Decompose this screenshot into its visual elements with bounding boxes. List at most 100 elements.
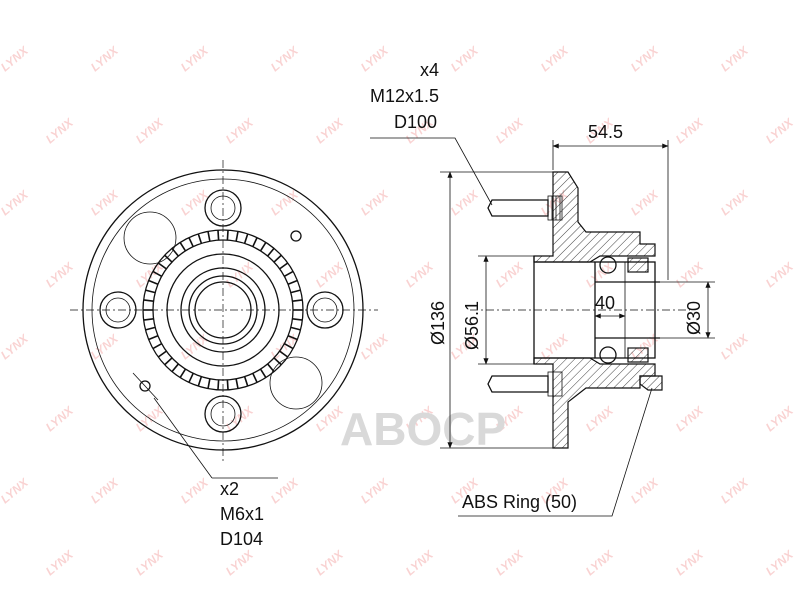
watermark-text: LYNX xyxy=(313,547,347,578)
abs-ring-label: ABS Ring (50) xyxy=(462,492,577,512)
abs-ring-teeth xyxy=(143,230,303,390)
abs-tooth xyxy=(226,230,229,241)
abs-tooth xyxy=(243,376,249,387)
hub-section-view xyxy=(470,171,690,449)
watermark-text: LYNX xyxy=(43,115,77,146)
watermark-text: LYNX xyxy=(313,0,347,2)
abs-tooth xyxy=(148,279,159,285)
watermark-text: LYNX xyxy=(718,331,752,362)
watermark-text: LYNX xyxy=(673,403,707,434)
watermark-text: LYNX xyxy=(88,43,122,74)
small-threaded-hole xyxy=(139,380,151,392)
watermark-text: LYNX xyxy=(583,403,617,434)
holes-pcd-label: D104 xyxy=(220,529,263,549)
watermark-text: LYNX xyxy=(763,403,797,434)
watermark-text: LYNX xyxy=(88,475,122,506)
flange-pocket xyxy=(269,356,323,410)
watermark-text: LYNX xyxy=(538,43,572,74)
watermark-text: LYNX xyxy=(358,475,392,506)
bearing-ball xyxy=(599,346,617,364)
watermark-text: LYNX xyxy=(493,259,527,290)
holes-count-label: x2 xyxy=(220,479,239,499)
abs-tooth xyxy=(226,379,229,390)
abs-tooth xyxy=(273,357,282,366)
abs-tooth xyxy=(235,231,239,242)
watermark-text: LYNX xyxy=(223,115,257,146)
watermark-text: LYNX xyxy=(718,187,752,218)
watermark-text: LYNX xyxy=(88,331,122,362)
abs-tooth xyxy=(267,363,275,373)
hub-front-view xyxy=(70,160,378,479)
watermark-text: LYNX xyxy=(358,43,392,74)
abs-tooth xyxy=(287,335,298,341)
watermark-text: LYNX xyxy=(313,259,347,290)
watermark-text: LYNX xyxy=(583,547,617,578)
holes-thread-label: M6x1 xyxy=(220,504,264,524)
abs-tooth xyxy=(287,279,298,285)
holes-leader-line xyxy=(153,397,213,479)
watermark-text: LYNX xyxy=(268,475,302,506)
hub-width-label: 54.5 xyxy=(588,122,623,142)
bearing-ball xyxy=(599,256,617,274)
abs-tooth xyxy=(217,230,220,241)
abs-tooth xyxy=(207,231,211,242)
abs-tooth xyxy=(164,254,173,263)
hole-dimension-line xyxy=(132,372,159,401)
watermark-text: LYNX xyxy=(0,43,32,74)
watermark-text: LYNX xyxy=(313,115,347,146)
abs-tooth xyxy=(273,254,282,263)
bearing-seal xyxy=(627,347,649,363)
abs-tooth xyxy=(157,262,167,270)
abs-tooth xyxy=(290,326,301,331)
watermark-text: LYNX xyxy=(628,475,662,506)
abs-tooth xyxy=(292,317,303,321)
bearing-seal xyxy=(627,257,649,273)
watermark-text: LYNX xyxy=(43,403,77,434)
abs-tooth xyxy=(259,242,267,252)
abs-tooth xyxy=(145,326,156,331)
abs-tooth xyxy=(143,317,154,321)
abs-tooth xyxy=(188,237,194,248)
watermark-text: LYNX xyxy=(493,115,527,146)
abs-tooth xyxy=(235,378,239,389)
watermark-text: LYNX xyxy=(223,0,257,2)
watermark-text: LYNX xyxy=(583,0,617,2)
watermark-text: LYNX xyxy=(763,259,797,290)
pilot-diameter-label: Ø56.1 xyxy=(462,301,482,350)
watermark-text: LYNX xyxy=(178,43,212,74)
abs-tooth xyxy=(279,350,289,358)
abs-tooth xyxy=(283,270,294,277)
wheel-stud-upper xyxy=(487,195,563,221)
abs-tooth xyxy=(171,247,179,257)
watermark-text: LYNX xyxy=(763,115,797,146)
abs-tooth xyxy=(179,368,187,378)
watermark-text: LYNX xyxy=(43,547,77,578)
watermark-text: LYNX xyxy=(673,259,707,290)
flange-section-lower xyxy=(533,357,656,449)
watermark-text: LYNX xyxy=(673,0,707,2)
pilot-body-lines xyxy=(534,261,595,359)
abs-tooth xyxy=(290,289,301,294)
watermark-text: LYNX xyxy=(358,331,392,362)
flange-diameter-label: Ø136 xyxy=(428,301,448,345)
abs-tooth xyxy=(217,379,220,390)
abs-tooth xyxy=(152,343,163,350)
watermark-text: LYNX xyxy=(448,187,482,218)
abs-ring-section xyxy=(639,375,663,391)
watermark-text: LYNX xyxy=(403,547,437,578)
watermark-text: LYNX xyxy=(0,475,32,506)
abs-tooth xyxy=(143,299,154,303)
abs-tooth xyxy=(252,237,258,248)
studs-count-label: x4 xyxy=(420,60,439,80)
brand-watermark: ABOCP xyxy=(340,403,506,455)
abs-tooth xyxy=(152,270,163,277)
watermark-text: LYNX xyxy=(43,259,77,290)
watermark-text: LYNX xyxy=(403,0,437,2)
abs-tooth xyxy=(197,233,203,244)
abs-tooth xyxy=(243,233,249,244)
abs-tooth xyxy=(188,372,194,383)
watermark-text: LYNX xyxy=(178,475,212,506)
abs-tooth xyxy=(171,363,179,373)
